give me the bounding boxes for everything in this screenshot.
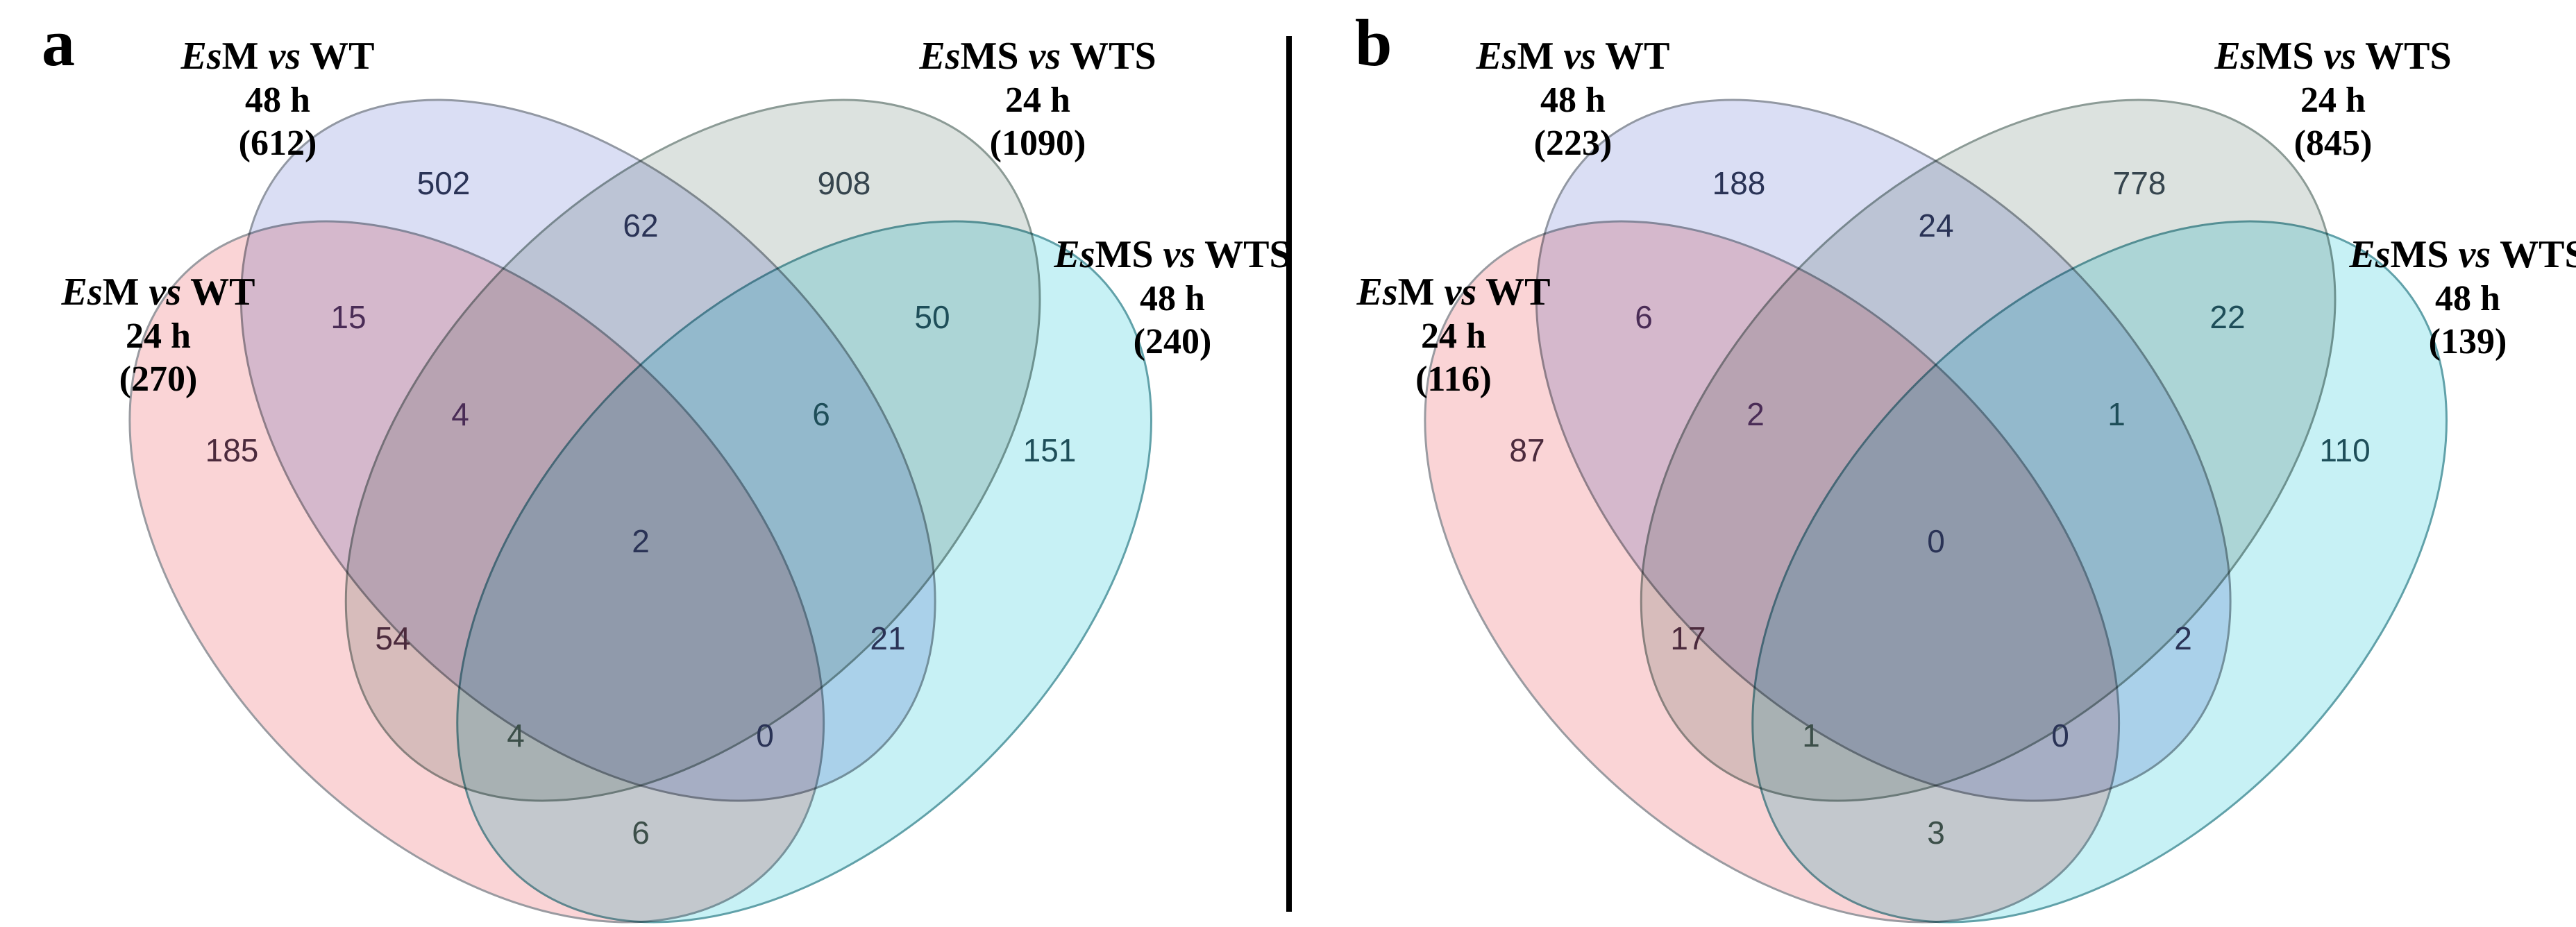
count-bd: 21 (870, 620, 906, 656)
panel-a: a EsM vs WT 48 h (612) EsMS vs WTS 24 h … (0, 0, 1291, 927)
set-name: EsMS vs WTS (919, 35, 1156, 78)
set-name: EsMS vs WTS (2214, 35, 2452, 78)
set-timepoint: 48 h (1140, 279, 1205, 318)
ellipse-esms-wts-48h (1631, 81, 2568, 927)
count-ab: 15 (330, 299, 367, 335)
set-timepoint: 24 h (1421, 316, 1486, 356)
set-label-esm-wt-24h: EsM vs WT 24 h (270) (0, 269, 325, 401)
count-ad: 6 (632, 815, 650, 851)
count-d-only: 151 (1022, 432, 1077, 468)
ellipse-esms-wts-48h (336, 81, 1272, 927)
count-abc: 2 (1746, 396, 1765, 432)
set-label-esms-wts-48h: EsMS vs WTS 48 h (240) (1002, 232, 1342, 364)
count-bc: 62 (623, 207, 659, 244)
panel-divider (1286, 36, 1292, 912)
set-name: EsM vs WT (61, 271, 255, 314)
panel-letter: b (1355, 6, 1392, 80)
venn-diagram-b (1295, 0, 2576, 927)
set-total: (223) (1533, 124, 1613, 163)
panel-b: b EsM vs WT 48 h (223) EsMS vs WTS 24 h … (1295, 0, 2576, 927)
set-name: EsM vs WT (1476, 35, 1670, 78)
count-ac: 17 (1670, 620, 1706, 656)
set-timepoint: 48 h (1540, 80, 1606, 120)
set-name: EsM vs WT (1356, 271, 1551, 314)
count-ad: 3 (1927, 815, 1945, 851)
set-timepoint: 48 h (2435, 279, 2500, 318)
set-label-esm-wt-48h: EsM vs WT 48 h (223) (1379, 33, 1767, 165)
count-acd: 1 (1802, 717, 1820, 754)
set-total: (139) (2428, 322, 2507, 362)
set-total: (1090) (989, 124, 1086, 163)
count-b-only: 188 (1712, 165, 1766, 201)
count-bc: 24 (1918, 207, 1954, 244)
count-ac: 54 (375, 620, 411, 656)
count-a-only: 87 (1509, 432, 1545, 468)
count-cd: 22 (2209, 299, 2246, 335)
set-timepoint: 24 h (126, 316, 191, 356)
set-name: EsMS vs WTS (1054, 233, 1291, 276)
set-total: (116) (1415, 359, 1492, 399)
set-label-esms-wts-24h: EsMS vs WTS 24 h (1090) (843, 33, 1232, 165)
venn-diagram-a (0, 0, 1288, 927)
count-bcd: 1 (2107, 396, 2125, 432)
count-abcd: 0 (1927, 523, 1945, 559)
count-abc: 4 (451, 396, 469, 432)
set-timepoint: 48 h (245, 80, 310, 120)
panel-letter: a (42, 6, 75, 80)
set-label-esms-wts-48h: EsMS vs WTS 48 h (139) (2298, 232, 2576, 364)
set-total: (270) (119, 359, 198, 399)
count-acd: 4 (507, 717, 525, 754)
set-label-esm-wt-24h: EsM vs WT 24 h (116) (1287, 269, 1620, 401)
set-label-esms-wts-24h: EsMS vs WTS 24 h (845) (2139, 33, 2527, 165)
set-timepoint: 24 h (1005, 80, 1070, 120)
count-d-only: 110 (2319, 432, 2371, 468)
count-a-only: 185 (205, 432, 259, 468)
set-timepoint: 24 h (2300, 80, 2366, 120)
count-b-only: 502 (416, 165, 471, 201)
count-abd: 0 (756, 717, 774, 754)
count-bcd: 6 (812, 396, 830, 432)
set-label-esm-wt-48h: EsM vs WT 48 h (612) (83, 33, 472, 165)
set-name: EsMS vs WTS (2349, 233, 2576, 276)
set-total: (845) (2293, 124, 2373, 163)
count-abd: 0 (2051, 717, 2069, 754)
count-c-only: 908 (817, 165, 871, 201)
count-abcd: 2 (632, 523, 650, 559)
set-total: (240) (1133, 322, 1212, 362)
count-c-only: 778 (2112, 165, 2166, 201)
set-name: EsM vs WT (180, 35, 375, 78)
set-total: (612) (238, 124, 317, 163)
count-ab: 6 (1635, 299, 1653, 335)
count-bd: 2 (2174, 620, 2192, 656)
count-cd: 50 (914, 299, 950, 335)
